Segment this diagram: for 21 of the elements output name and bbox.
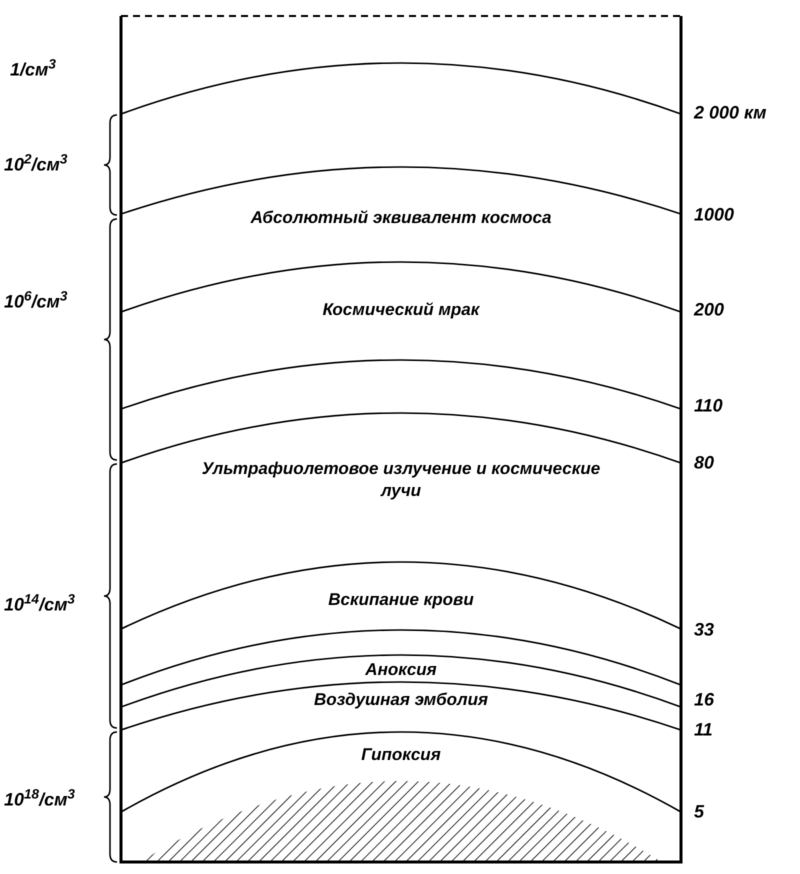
altitude-label: 200 (694, 298, 724, 322)
zone-label: Аноксия (364, 659, 438, 681)
density-label: 10$^{6}$/см$^{3}$ (4, 288, 68, 314)
altitude-label: 33 (694, 618, 714, 642)
zone-label: Космический мрак (322, 299, 481, 321)
zone-label: Абсолютный эквивалент космоса (249, 207, 552, 229)
altitude-label: 11 (694, 718, 713, 742)
zone-label: Воздушная эмболия (312, 689, 490, 711)
density-label: 10$^{2}$/см$^{3}$ (4, 152, 68, 176)
density-label: 1/см$^{3}$ (10, 56, 56, 82)
density-label: 10$^{18}$/см$^{3}$ (4, 786, 75, 812)
density-label: 10$^{14}$/см$^{3}$ (4, 592, 75, 616)
altitude-label: 5 (694, 800, 704, 824)
altitude-label: 16 (694, 688, 714, 712)
altitude-label: 2 000 км (694, 102, 766, 124)
zone-label: Гипоксия (360, 744, 442, 766)
altitude-label: 80 (694, 452, 714, 474)
zone-label: Вскипание крови (327, 589, 475, 611)
zone-label: Ультрафиолетовое излучение и космические лучи (201, 458, 601, 502)
altitude-label: 110 (694, 394, 723, 418)
altitude-label: 1000 (694, 204, 734, 226)
